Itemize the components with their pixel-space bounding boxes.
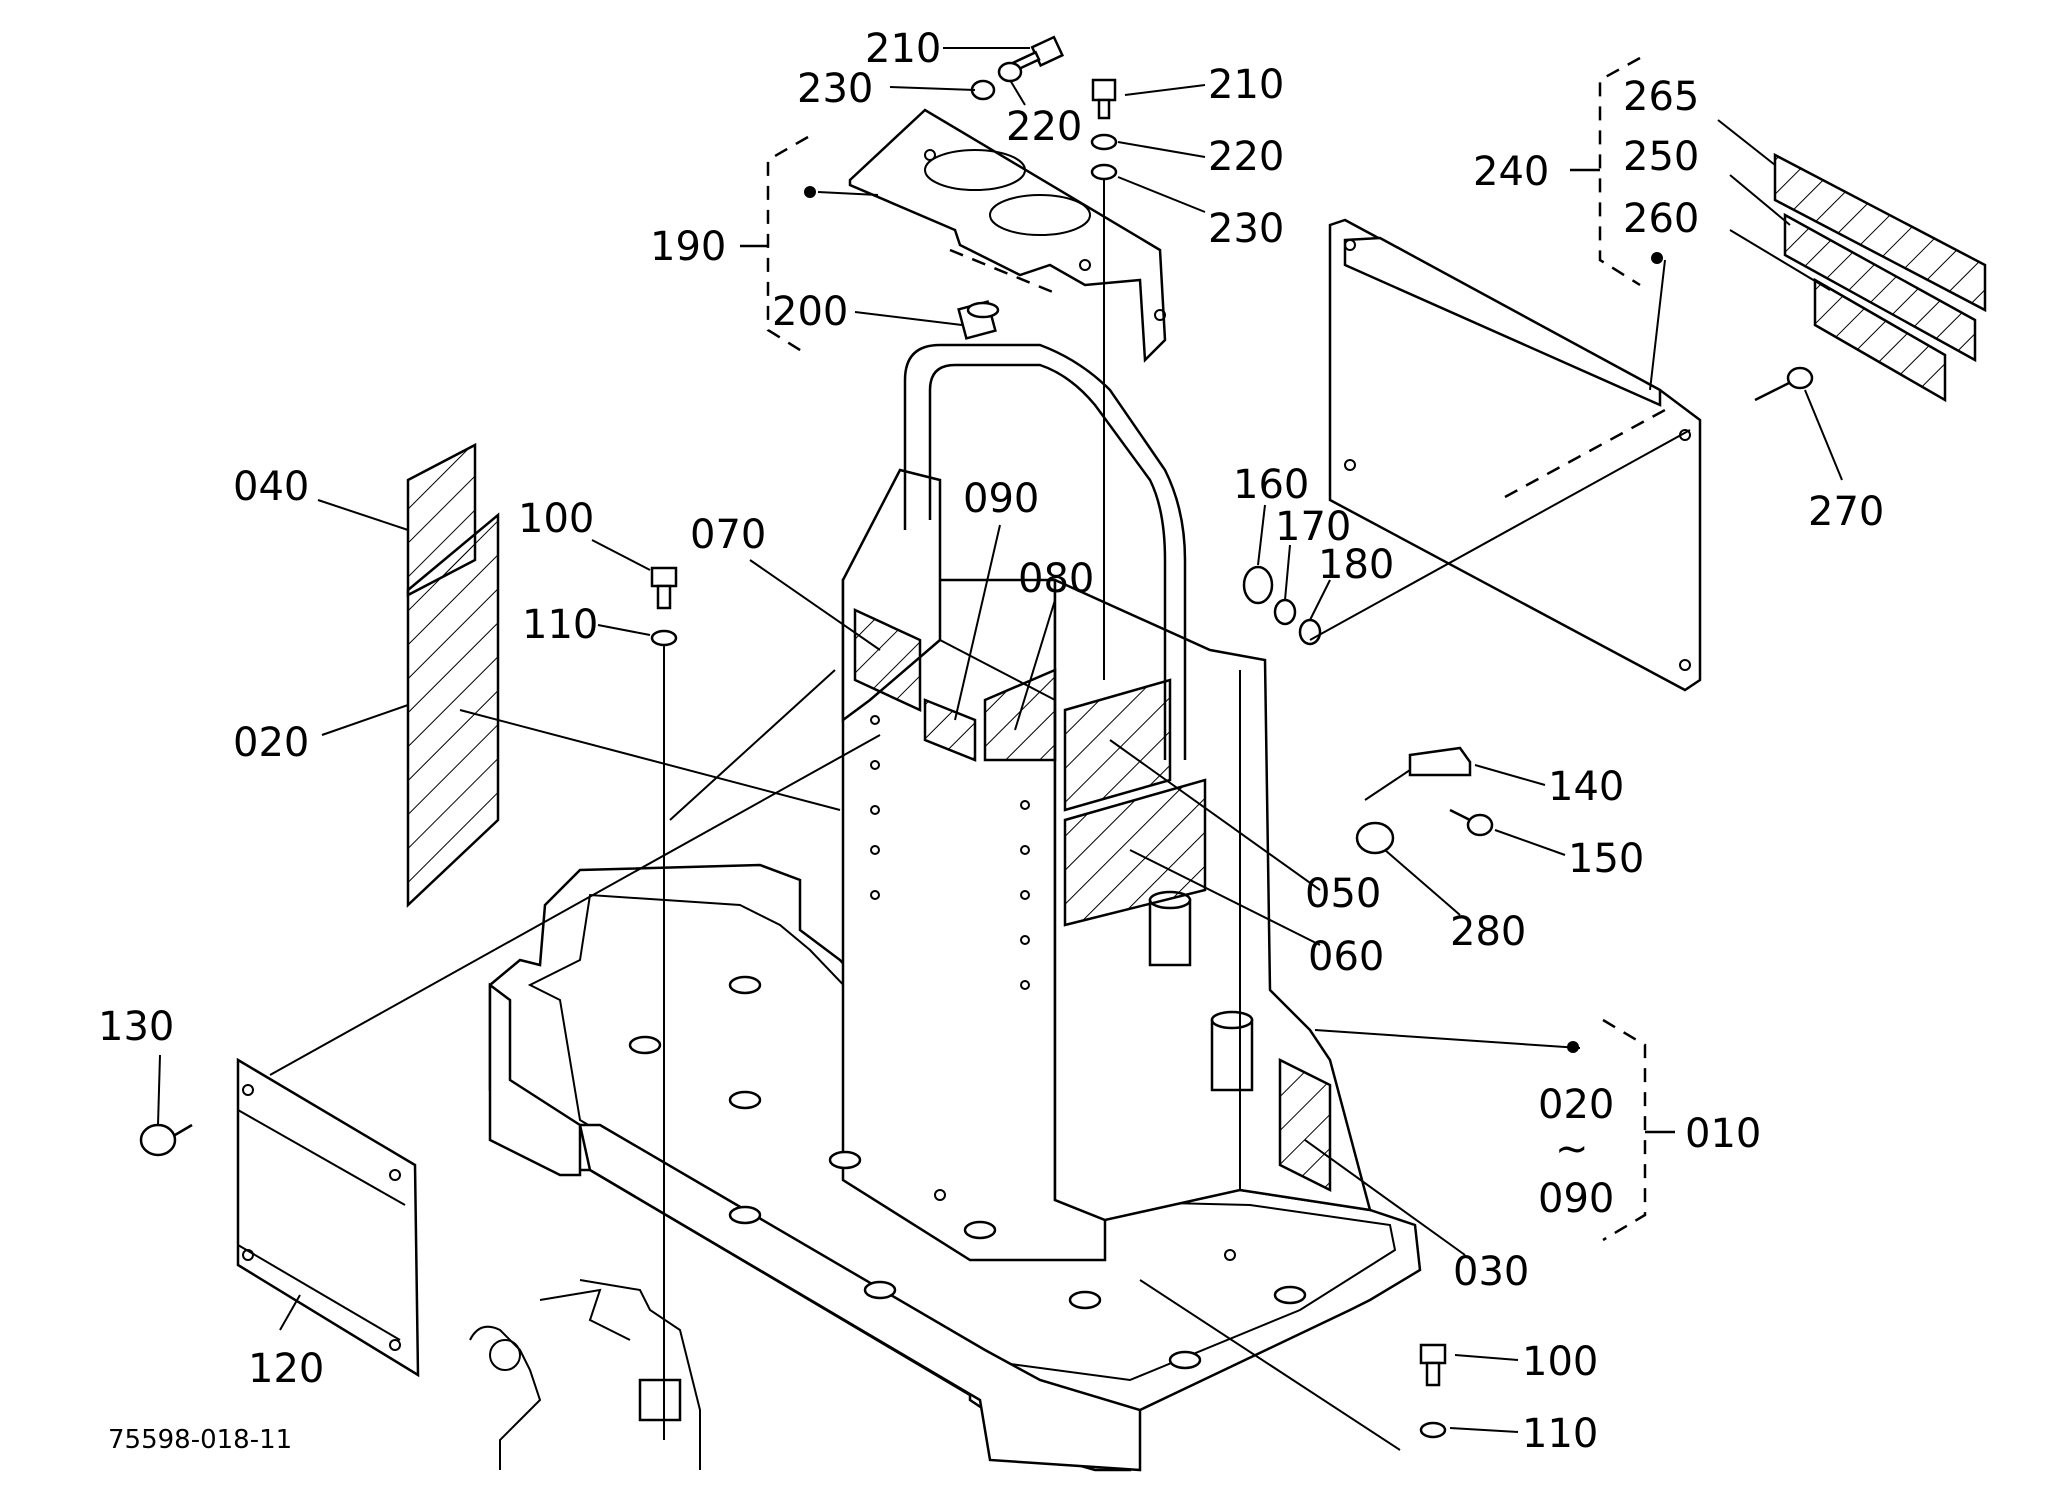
label-030: 030 xyxy=(1453,1249,1529,1295)
label-280: 280 xyxy=(1450,909,1526,955)
label-080: 080 xyxy=(1018,556,1094,602)
label-240: 240 xyxy=(1473,149,1549,195)
label-100b: 100 xyxy=(1522,1339,1598,1385)
label-050: 050 xyxy=(1305,871,1381,917)
label-180: 180 xyxy=(1318,542,1394,588)
label-190: 190 xyxy=(650,224,726,270)
label-150: 150 xyxy=(1568,836,1644,882)
label-110b: 110 xyxy=(1522,1411,1598,1457)
label-260: 260 xyxy=(1623,196,1699,242)
label-110a: 110 xyxy=(522,602,598,648)
label-250: 250 xyxy=(1623,134,1699,180)
label-265: 265 xyxy=(1623,74,1699,120)
label-200: 200 xyxy=(772,289,848,335)
range-separator: ~ xyxy=(1555,1126,1589,1172)
label-040: 040 xyxy=(233,464,309,510)
figure-code: 75598-018-11 xyxy=(108,1425,292,1455)
assembly-lines xyxy=(269,180,1691,1451)
hitch-mechanism xyxy=(469,1279,701,1470)
mounting-holes xyxy=(628,715,1307,1370)
label-060: 060 xyxy=(1308,934,1384,980)
side-cover-240 xyxy=(1328,218,1702,692)
label-210a: 210 xyxy=(865,26,941,72)
label-170: 170 xyxy=(1275,504,1351,550)
bushing-200 xyxy=(957,300,1000,340)
label-020b: 020 xyxy=(1538,1082,1614,1128)
hardware xyxy=(139,35,1814,1439)
label-230b: 230 xyxy=(1208,206,1284,252)
label-220b: 220 xyxy=(1208,134,1284,180)
group-brackets xyxy=(740,56,1675,1242)
label-070: 070 xyxy=(690,512,766,558)
label-120: 120 xyxy=(248,1346,324,1392)
top-bracket-190 xyxy=(848,108,1167,363)
rear-plate-120 xyxy=(236,1057,420,1378)
callout-dots xyxy=(804,186,1663,1053)
label-130: 130 xyxy=(98,1004,174,1050)
label-020a: 020 xyxy=(233,720,309,766)
label-160: 160 xyxy=(1233,462,1309,508)
label-100a: 100 xyxy=(518,496,594,542)
leader-lines xyxy=(157,47,1843,1433)
part-labels: 210 230 220 210 220 230 190 200 240 265 … xyxy=(98,26,1884,1457)
label-230a: 230 xyxy=(797,66,873,112)
label-220a: 220 xyxy=(1006,104,1082,150)
label-270: 270 xyxy=(1808,489,1884,535)
label-210b: 210 xyxy=(1208,62,1284,108)
label-140: 140 xyxy=(1548,764,1624,810)
label-010: 010 xyxy=(1685,1111,1761,1157)
label-090b: 090 xyxy=(1538,1176,1614,1222)
label-090: 090 xyxy=(963,476,1039,522)
